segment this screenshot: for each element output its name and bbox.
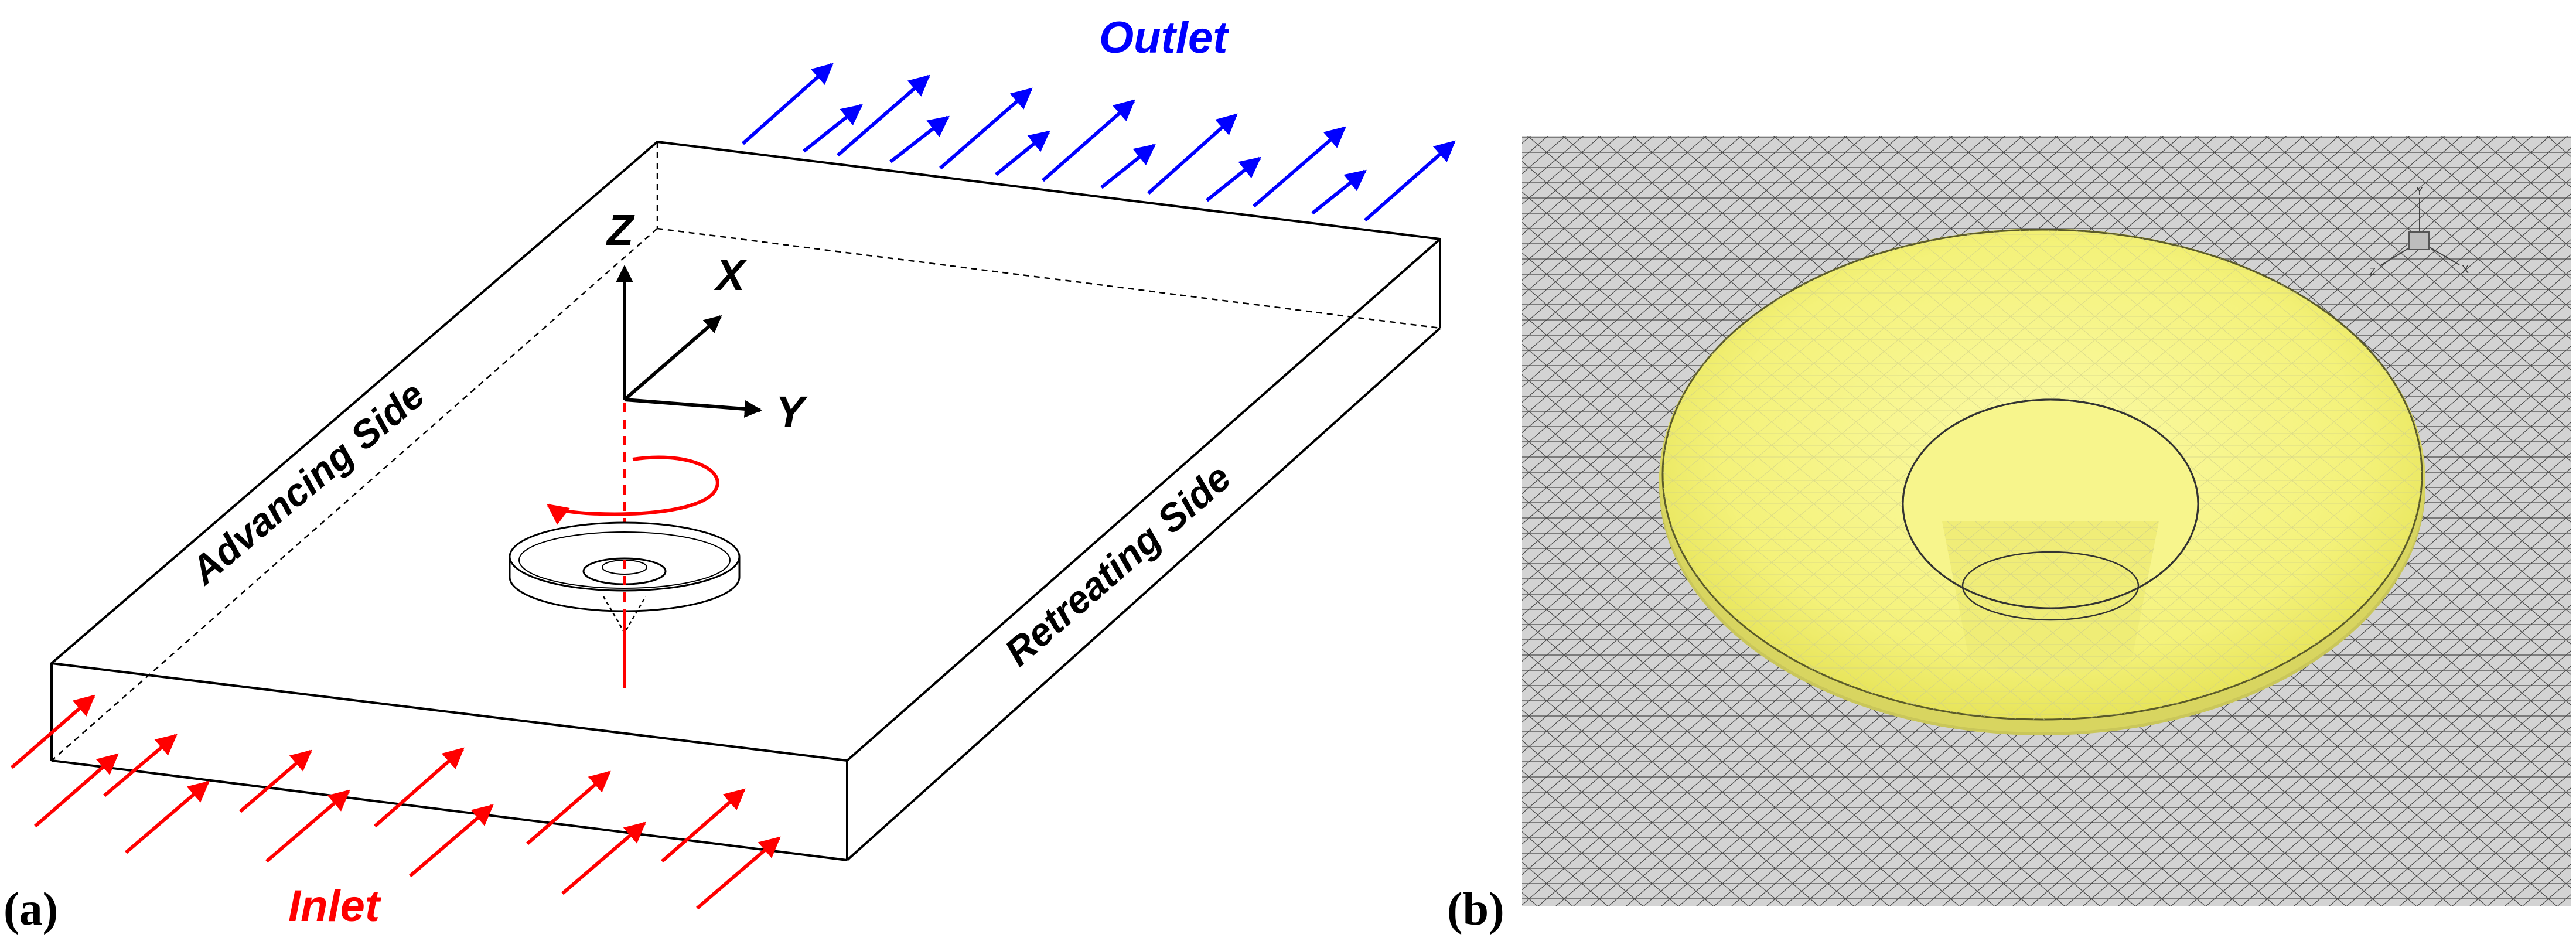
orientation-triad	[2379, 198, 2460, 267]
block-hidden-edges	[51, 142, 1441, 761]
coordinate-axes	[616, 265, 762, 418]
retreating-side-label: Retreating Side	[997, 455, 1239, 674]
y-axis-label: Y	[776, 387, 808, 436]
z-axis-label: Z	[606, 206, 635, 254]
panel-a: Z X Y Advancing Side Retreating Side	[4, 13, 1456, 935]
panel-a-label: (a)	[4, 884, 58, 935]
x-axis-arrow	[623, 315, 722, 401]
y-axis-arrow	[624, 398, 762, 418]
triad-x-label: X	[2462, 264, 2469, 275]
outlet-label: Outlet	[1099, 13, 1229, 63]
outlet-arrows	[742, 63, 1456, 222]
inlet-label: Inlet	[288, 881, 381, 931]
x-axis-label: X	[714, 251, 748, 299]
advancing-side-label: Advancing Side	[182, 373, 432, 593]
inlet-arrows	[11, 694, 781, 910]
panel-b: Y X Z (b)	[1447, 136, 2571, 935]
rotation-arrow	[547, 455, 719, 525]
block-outline	[50, 141, 1441, 861]
panel-b-label: (b)	[1447, 884, 1504, 935]
triad-y-label: Y	[2416, 185, 2423, 197]
triad-z-label: Z	[2369, 266, 2376, 278]
tool-mesh-surface	[1659, 229, 2425, 735]
